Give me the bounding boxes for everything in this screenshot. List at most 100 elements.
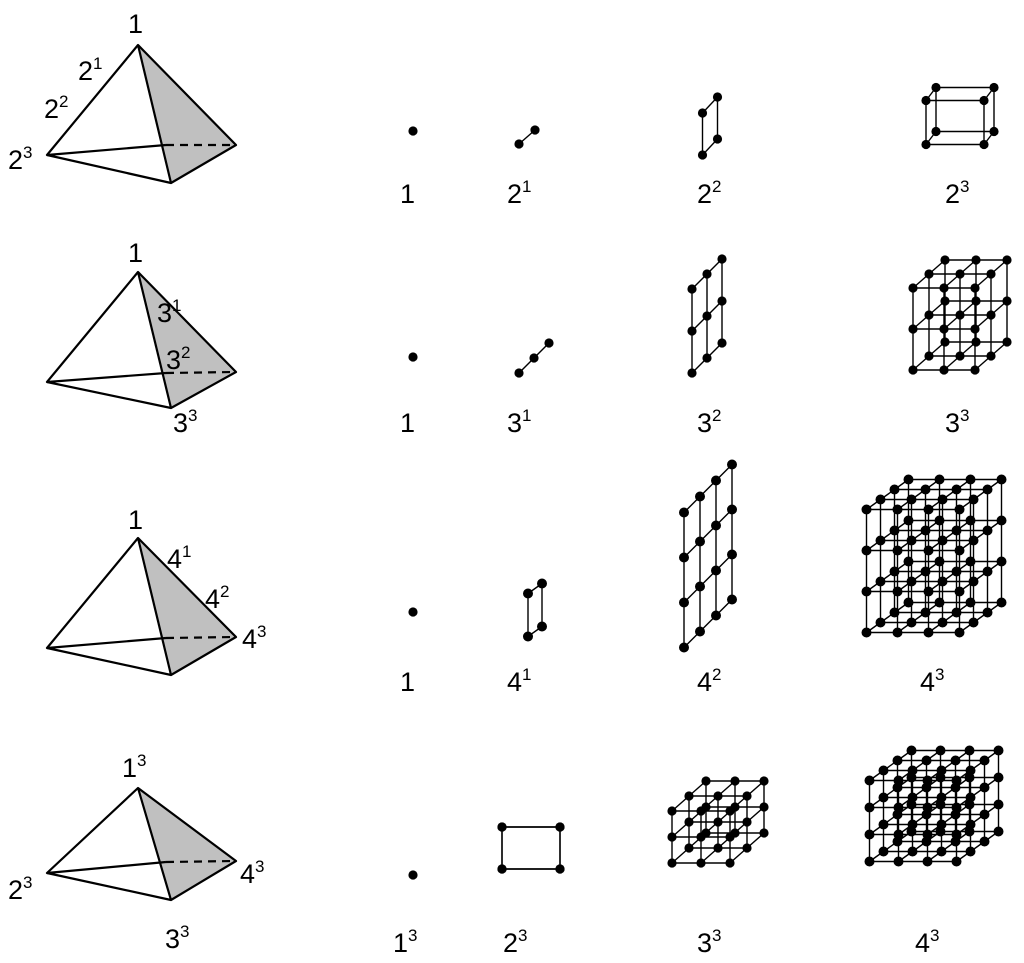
lattice-node: [523, 632, 533, 642]
lattice-node: [940, 296, 949, 305]
lattice-node: [759, 776, 768, 785]
lattice-node: [893, 628, 903, 638]
lattice-node: [923, 776, 933, 786]
lattice-node: [862, 587, 872, 597]
tetrahedron: 1 41 42 43: [47, 505, 267, 675]
lattice-cube: [921, 83, 998, 149]
lattice-node: [893, 505, 903, 515]
lattice-node: [980, 756, 990, 766]
lattice-node: [980, 810, 990, 820]
lattice-node: [971, 255, 980, 264]
lattice-node: [921, 567, 931, 577]
lattice-node: [730, 776, 739, 785]
row-1: 1 21 22 23 1 21 22 23: [8, 9, 999, 209]
cube-caption: 23: [945, 177, 970, 209]
lattice-node: [1002, 255, 1011, 264]
vertex-label: 13: [122, 751, 147, 783]
lattice-node: [908, 365, 917, 374]
lattice-cube: [408, 352, 417, 361]
lattice-node: [955, 546, 965, 556]
lattice-node: [408, 607, 417, 616]
vertex-label: 33: [173, 406, 198, 438]
vertex-label: 23: [8, 873, 33, 905]
lattice-node: [514, 139, 523, 148]
lattice-node: [713, 134, 722, 143]
cube-caption: 1: [400, 667, 415, 697]
lattice-node: [684, 843, 693, 852]
lattice-node: [514, 368, 523, 377]
lattice-node: [1002, 296, 1011, 305]
lattice-node: [955, 351, 964, 360]
lattice-node: [966, 820, 976, 830]
cube-caption: 1: [400, 408, 415, 438]
lattice-node: [951, 756, 961, 766]
lattice-node: [717, 296, 726, 305]
lattice-node: [966, 793, 976, 803]
lattice-cube: [408, 607, 417, 616]
lattice-node: [742, 843, 751, 852]
lattice-node: [904, 475, 914, 485]
lattice-node: [865, 830, 875, 840]
lattice-node: [862, 546, 872, 556]
lattice-node: [696, 832, 705, 841]
lattice-cube: [497, 822, 564, 873]
vertex-label: 22: [44, 92, 69, 124]
lattice-node: [969, 495, 979, 505]
lattice-node: [711, 611, 721, 621]
lattice-node: [939, 324, 948, 333]
lattice-node: [907, 577, 917, 587]
lattice-node: [904, 516, 914, 526]
lattice-node: [966, 475, 976, 485]
lattice-node: [935, 598, 945, 608]
lattice-node: [862, 628, 872, 638]
lattice-node: [979, 96, 988, 105]
tetrahedron-outline: [47, 45, 236, 183]
lattice-node: [759, 828, 768, 837]
lattice-node: [955, 505, 965, 515]
lattice-node: [907, 618, 917, 628]
lattice-cube: [679, 460, 737, 653]
lattice-node: [997, 598, 1007, 608]
row-2: 1 31 32 33 1 31 32 33: [47, 238, 1012, 438]
lattice-node: [698, 150, 707, 159]
lattice-cube: [865, 746, 1004, 867]
lattice-node: [544, 338, 553, 347]
lattice-node: [555, 864, 564, 873]
cube-caption: 41: [507, 665, 532, 697]
lattice-node: [713, 791, 722, 800]
lattice-cube: [523, 579, 547, 642]
lattice-node: [713, 817, 722, 826]
lattice-node: [893, 756, 903, 766]
lattice-node: [994, 746, 1004, 756]
lattice-node: [924, 269, 933, 278]
lattice-node: [937, 847, 947, 857]
cube-caption: 22: [697, 177, 722, 209]
lattice-node: [876, 495, 886, 505]
hidden-edge: [47, 638, 166, 648]
lattice-node: [890, 567, 900, 577]
lattice-node: [937, 793, 947, 803]
lattice-node: [537, 622, 547, 632]
cube-caption: 43: [920, 665, 945, 697]
lattice-node: [408, 870, 417, 879]
lattice-node: [966, 598, 976, 608]
lattice-node: [667, 858, 676, 867]
shaded-face: [138, 788, 236, 900]
hidden-edge: [47, 862, 166, 873]
lattice-node: [952, 526, 962, 536]
lattice-node: [717, 338, 726, 347]
lattice-node: [679, 553, 689, 563]
lattice-node: [687, 326, 696, 335]
row-4: 13 23 33 43 13 23 33 43: [8, 746, 1004, 959]
lattice-node: [952, 776, 962, 786]
lattice-node: [687, 368, 696, 377]
lattice-node: [679, 643, 689, 653]
lattice-node: [952, 857, 962, 867]
lattice-node: [955, 269, 964, 278]
lattice-node: [679, 598, 689, 608]
lattice-node: [711, 521, 721, 531]
lattice-node: [684, 791, 693, 800]
lattice-node: [939, 283, 948, 292]
lattice-node: [907, 746, 917, 756]
